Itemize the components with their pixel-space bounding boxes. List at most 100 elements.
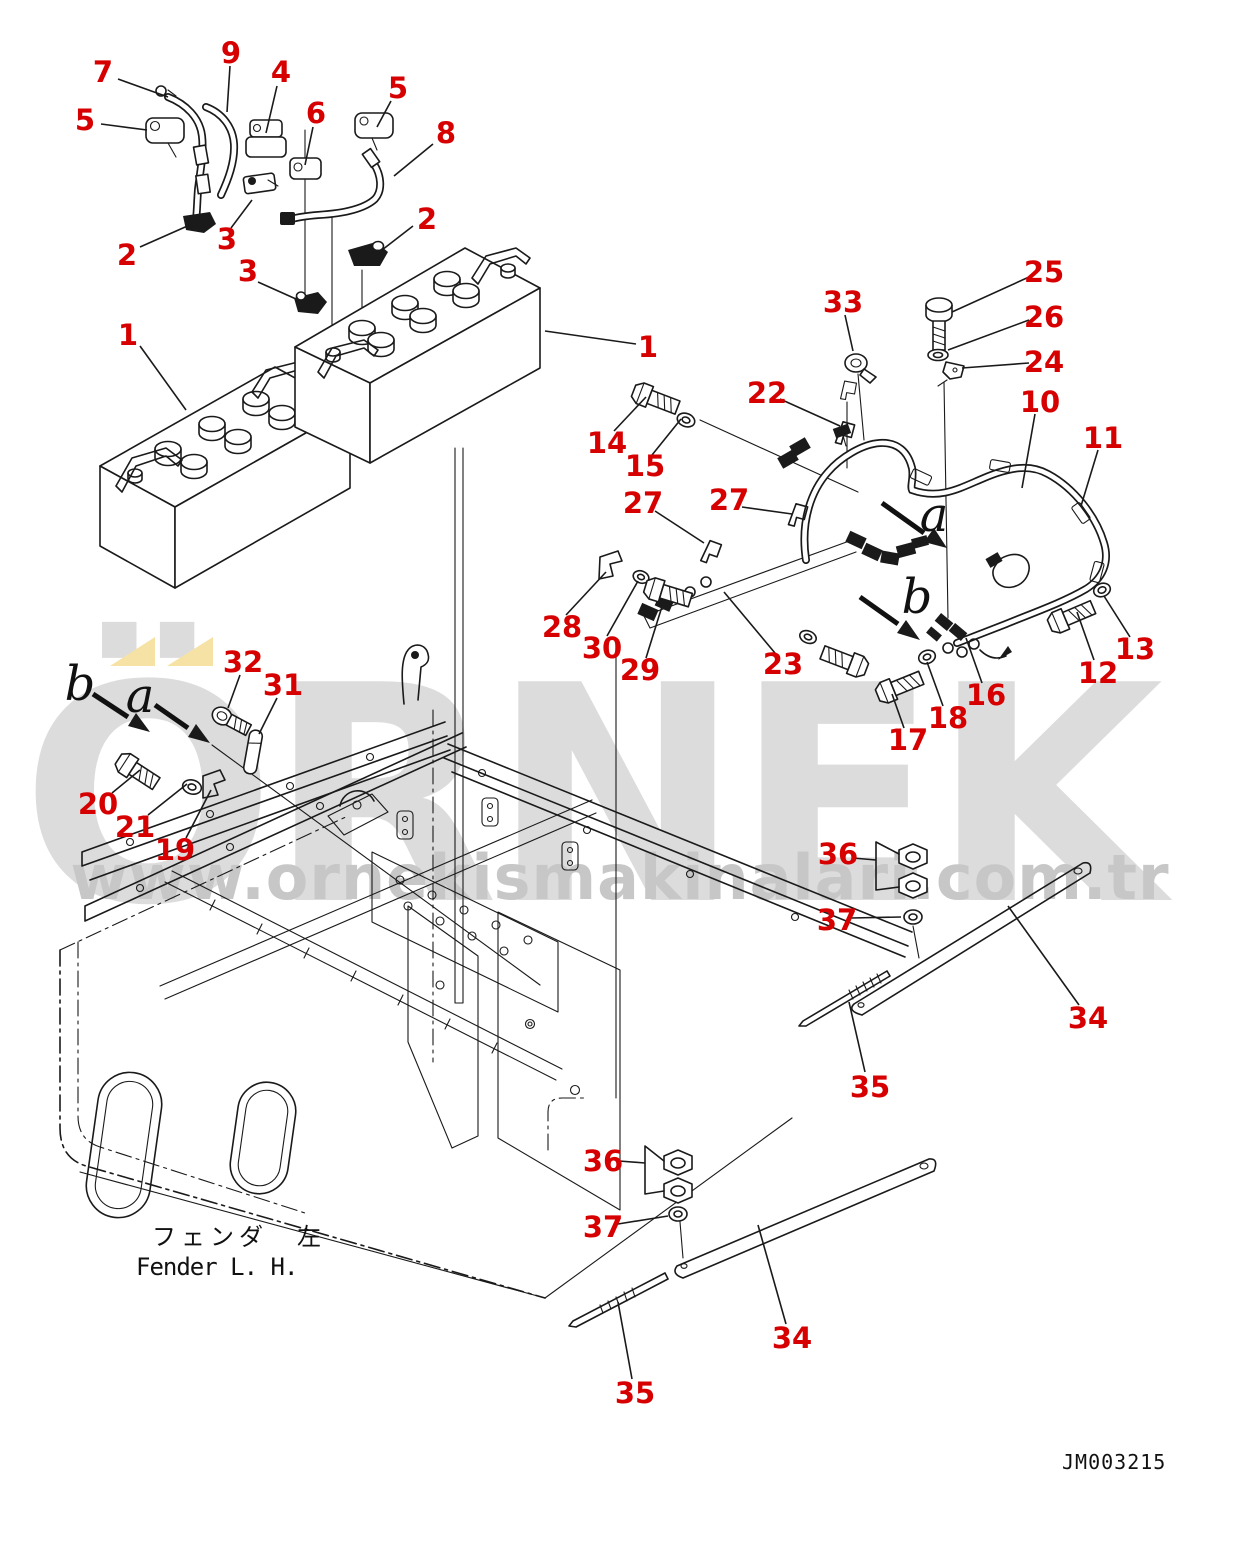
leader-part-1-12 — [544, 330, 637, 345]
callout-part-29-26: 29 — [620, 653, 660, 687]
callout-leader-lines — [100, 65, 1131, 1380]
callout-part-28-24: 28 — [542, 610, 582, 644]
leader-part-2-7 — [139, 223, 193, 248]
view-arrow-b-right — [858, 594, 900, 627]
rod-34 — [674, 1158, 937, 1279]
leader-part-34-40 — [1007, 905, 1080, 1006]
callout-part-27-23: 27 — [709, 483, 749, 517]
callout-part-5-5: 5 — [388, 71, 408, 105]
view-letter-a-2: a — [920, 487, 949, 543]
leader-forks — [644, 841, 900, 1195]
leader-part-20-35 — [111, 769, 141, 794]
frame-panel-a — [407, 905, 479, 1149]
leader-part-5-5 — [376, 100, 392, 128]
view-letter-b-3: b — [902, 569, 933, 625]
fender-slot — [85, 1071, 163, 1219]
drawing-number: JM003215 — [1062, 1450, 1166, 1474]
bolt-12 — [1046, 599, 1097, 634]
clamp-part-4 — [245, 119, 287, 158]
callout-part-8-6: 8 — [436, 116, 456, 150]
callout-part-27-22: 27 — [623, 486, 663, 520]
clamp-part-5 — [145, 117, 185, 158]
leader-part-25-14 — [951, 276, 1030, 313]
washer-26 — [927, 348, 949, 362]
view-letter-b-0: b — [65, 656, 96, 712]
frame-rail-upper-left — [81, 721, 451, 881]
rod-assembly-upper — [798, 861, 1092, 1027]
leader-part-1-11 — [139, 345, 187, 411]
leader-part-35-41 — [848, 1001, 866, 1073]
leader-part-17-32 — [891, 693, 905, 729]
callout-part-34-40: 34 — [1068, 1001, 1108, 1035]
callout-part-20-35: 20 — [78, 787, 118, 821]
harness-clip-11 — [989, 459, 1011, 473]
leader-part-36-38 — [852, 857, 877, 861]
wiring-harness-10 — [637, 380, 1110, 660]
nut-36 — [898, 872, 928, 899]
battery-handle — [115, 447, 183, 493]
callout-part-35-45: 35 — [615, 1376, 655, 1410]
harness-wire-loop — [992, 553, 1030, 589]
clamp-part-6 — [289, 157, 322, 180]
battery-handle — [317, 339, 379, 379]
harness-connectors — [637, 423, 980, 658]
callout-part-1-11: 1 — [118, 318, 138, 352]
watermark-brand-text: ÖRNEK — [21, 619, 1175, 971]
callout-part-31-34: 31 — [263, 668, 303, 702]
callout-part-36-38: 36 — [818, 837, 858, 871]
leader-part-21-36 — [147, 783, 188, 816]
callout-part-30-25: 30 — [582, 631, 622, 665]
frame-clip-bracket — [396, 810, 414, 840]
callout-part-4-2: 4 — [271, 55, 291, 89]
leader-part-11-18 — [1080, 449, 1099, 507]
clip-27 — [699, 539, 723, 564]
plate-31 — [242, 729, 264, 775]
battery-right — [294, 247, 541, 464]
callout-part-19-37: 19 — [155, 833, 195, 867]
fasteners — [114, 297, 1112, 1222]
leader-part-9-1 — [226, 65, 231, 113]
terminal-clamp-3 — [294, 291, 327, 314]
harness-clip-11 — [1089, 560, 1105, 584]
bolt-14 — [630, 382, 681, 415]
leader-part-15-21 — [651, 418, 682, 456]
view-letter-a-1: a — [126, 668, 155, 724]
leader-part-35-45 — [617, 1301, 633, 1380]
frame-rail-upper-right — [443, 743, 913, 958]
callout-part-37-39: 37 — [817, 903, 857, 937]
watermark-url-text: www.ornekismakinalari.com.tr — [70, 841, 1169, 914]
leader-part-33-13 — [844, 314, 854, 352]
washer-30 — [632, 569, 650, 585]
harness-clip-11 — [909, 468, 933, 486]
harness-clip-11 — [1071, 502, 1091, 524]
leader-part-3-8 — [230, 199, 253, 229]
frame-diagonal-plate — [164, 870, 563, 1081]
leader-part-30-25 — [606, 580, 639, 637]
leader-part-12-29 — [1076, 611, 1095, 661]
leader-part-32-33 — [227, 674, 241, 709]
frame-hook-bracket — [401, 644, 430, 705]
bolt-29 — [642, 577, 694, 608]
view-arrow-b-left — [91, 691, 130, 720]
nut-36 — [663, 1149, 693, 1176]
clip-33 — [844, 353, 877, 384]
frame-bottom-edges — [79, 1117, 793, 1299]
leader-part-8-6 — [393, 143, 434, 177]
fender-slot — [229, 1081, 297, 1195]
clip-27 — [787, 503, 809, 527]
leader-part-4-2 — [265, 85, 278, 134]
washer-13 — [1092, 582, 1112, 598]
callout-part-21-36: 21 — [115, 810, 155, 844]
battery-cell-caps — [348, 270, 480, 358]
clamp-part-3 — [242, 172, 279, 195]
callout-part-24-16: 24 — [1024, 345, 1064, 379]
callout-part-37-43: 37 — [583, 1210, 623, 1244]
frame-rail-second — [84, 732, 467, 922]
leader-part-22-19 — [779, 398, 841, 427]
leader-part-13-28 — [1103, 595, 1131, 638]
leader-part-18-31 — [926, 661, 944, 707]
clamp-part-5 — [354, 112, 394, 151]
leader-part-29-26 — [645, 599, 665, 659]
